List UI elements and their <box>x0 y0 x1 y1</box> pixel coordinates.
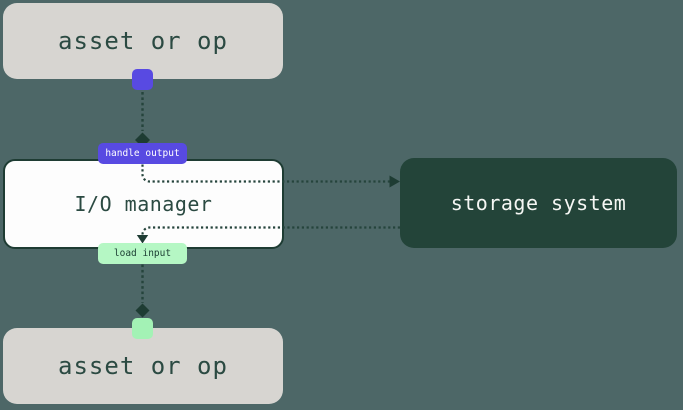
node-io-manager-label: I/O manager <box>74 192 213 216</box>
load-input-badge-label: load input <box>113 248 172 259</box>
load-input-badge: load input <box>98 243 187 264</box>
wire-to-storage <box>141 164 390 183</box>
diamond-terminator-icon <box>135 303 150 318</box>
wire-from-storage <box>141 226 400 236</box>
node-asset-bottom: asset or op <box>3 328 283 404</box>
arrow-right-icon <box>389 175 400 188</box>
arrow-down-icon <box>136 235 149 244</box>
output-port-icon <box>132 69 153 90</box>
node-storage-system: storage system <box>400 158 677 248</box>
node-asset-bottom-label: asset or op <box>58 352 228 380</box>
node-storage-system-label: storage system <box>450 191 627 215</box>
node-asset-top-label: asset or op <box>58 27 228 55</box>
handle-output-badge: handle output <box>98 143 187 164</box>
handle-output-badge-label: handle output <box>105 148 180 159</box>
node-asset-top: asset or op <box>3 3 283 79</box>
input-port-icon <box>132 318 153 339</box>
